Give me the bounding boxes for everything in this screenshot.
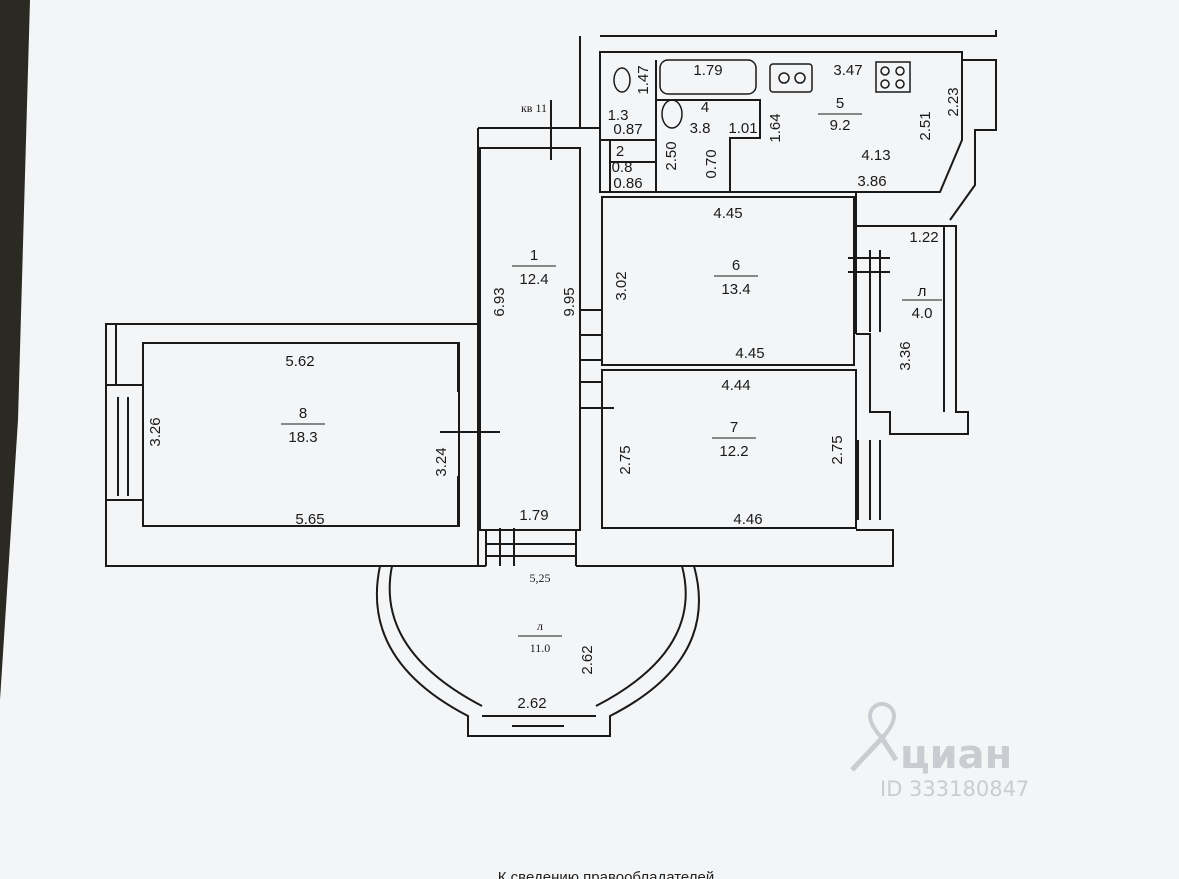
dim-label: 2.23 — [945, 87, 962, 116]
room-5-number: 5 — [836, 95, 844, 112]
dim-label: 4.44 — [721, 377, 750, 394]
room-6-area: 13.4 — [721, 281, 750, 298]
room-2-number: 2 — [616, 143, 624, 160]
toilet-icon — [613, 67, 631, 93]
room-4-number: 4 — [701, 99, 709, 116]
dim-label: 1.47 — [635, 65, 652, 94]
bathtub-icon — [659, 59, 757, 95]
entrance-mark: кв 11 — [521, 101, 547, 115]
walls — [105, 30, 997, 737]
room-2-area: 0.8 — [612, 159, 633, 176]
dim-label: 2.75 — [829, 435, 846, 464]
stove-icon — [875, 61, 911, 93]
dim-label: 5.62 — [285, 353, 314, 370]
dim-label: 2.62 — [579, 645, 596, 674]
room-5-area: 9.2 — [830, 117, 851, 134]
watermark: циан ID 333180847 — [850, 701, 1029, 801]
room-7-area: 12.2 — [719, 443, 748, 460]
dim-label: 2.75 — [617, 445, 634, 474]
room-1-number: 1 — [530, 247, 538, 264]
dim-label: 2.62 — [517, 695, 546, 712]
room-1-area: 12.4 — [519, 271, 548, 288]
dim-label: 2.51 — [917, 111, 934, 140]
room-7-number: 7 — [730, 419, 738, 436]
dim-label: 4.13 — [861, 147, 890, 164]
watermark-brand: циан — [900, 732, 1012, 778]
washbasin-icon — [661, 99, 683, 129]
dim-label: 3.26 — [147, 417, 164, 446]
dim-label: 2.50 — [663, 141, 680, 170]
room-3-area: 1.3 — [608, 107, 629, 124]
footer-notice: К сведению правообладателей — [498, 869, 714, 879]
dim-label: 4.45 — [735, 345, 764, 362]
room-8-number: 8 — [299, 405, 307, 422]
dim-label: 4.46 — [733, 511, 762, 528]
dim-label: 5.65 — [295, 511, 324, 528]
dim-label: 1.79 — [519, 507, 548, 524]
balcony-bay-number: л — [537, 619, 543, 633]
dim-label: 1.22 — [909, 229, 938, 246]
room-5-outline — [599, 51, 963, 193]
loggia-small-area: 4.0 — [912, 305, 933, 322]
room-8-outline — [142, 342, 460, 527]
sink-icon — [769, 63, 813, 93]
dim-label: 1.01 — [728, 120, 757, 137]
loggia-small-number: л — [918, 283, 927, 300]
dim-label: 3.47 — [833, 62, 862, 79]
dim-label: 3.36 — [897, 341, 914, 370]
dim-label: 1.64 — [767, 113, 784, 142]
loggia-small-outline — [856, 225, 969, 435]
balcony-bay-area: 11.0 — [530, 641, 551, 655]
balcony-bay-outline — [375, 565, 700, 737]
dim-label: 9.95 — [561, 287, 578, 316]
room-4-area: 3.8 — [690, 120, 711, 137]
dim-label: 6.93 — [491, 287, 508, 316]
dim-label: 0.87 — [613, 121, 642, 138]
dim-label: 3.02 — [613, 271, 630, 300]
room-8-area: 18.3 — [288, 429, 317, 446]
fixtures — [613, 59, 911, 129]
room-6-outline — [601, 196, 855, 366]
dim-label: 0.86 — [613, 175, 642, 192]
dim-label: 5,25 — [530, 571, 551, 585]
room-1-outline — [479, 147, 581, 531]
dimension-labels: 1.79 3.47 1.47 0.87 1.01 1.64 2.50 0.70 … — [147, 62, 962, 712]
watermark-id: ID 333180847 — [880, 777, 1029, 801]
dim-label: 0.70 — [703, 149, 720, 178]
dim-label: 3.86 — [857, 173, 886, 190]
room-7-outline — [601, 369, 857, 529]
room-6-number: 6 — [732, 257, 740, 274]
dim-label: 1.79 — [693, 62, 722, 79]
dim-label: 4.45 — [713, 205, 742, 222]
room-labels: 1 12.4 2 0.8 1.3 4 3.8 5 9.2 6 13.4 7 12… — [281, 95, 942, 655]
dim-label: 3.24 — [433, 447, 450, 476]
